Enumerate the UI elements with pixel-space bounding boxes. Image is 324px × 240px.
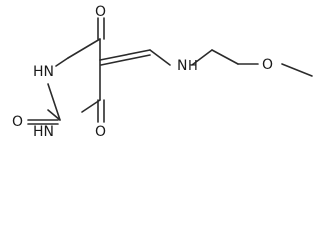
bond-nh-ch2 [191,49,213,66]
bond-c2-n3 [47,83,61,121]
bond-ch2-ch2 [211,49,239,65]
oxygen-atom-methoxy: O [262,57,273,73]
bond-c5-ch-a [99,49,151,61]
chemical-structure-diagram: O O O HN HN N H O [12,4,313,140]
structure-drawing: O O O HN HN N H O [12,4,313,140]
bond-c6-n1 [81,99,101,113]
oxygen-atom-bottom: O [95,124,106,140]
bond-c5-ch-b [100,54,151,66]
bond-o-ch3 [281,63,313,77]
bond-n3-c4 [55,57,69,67]
oxygen-atom-top: O [95,4,106,20]
nh-lower-label: HN [33,124,54,140]
bond-ch-nh [149,49,171,66]
nh-upper-label: HN [33,64,54,80]
nitrogen-side-label: N [177,58,187,74]
bond-c4-ring [67,38,101,59]
oxygen-atom-left: O [12,114,23,130]
hydrogen-side-label: H [188,59,198,74]
bond-n1-c2 [47,109,61,121]
